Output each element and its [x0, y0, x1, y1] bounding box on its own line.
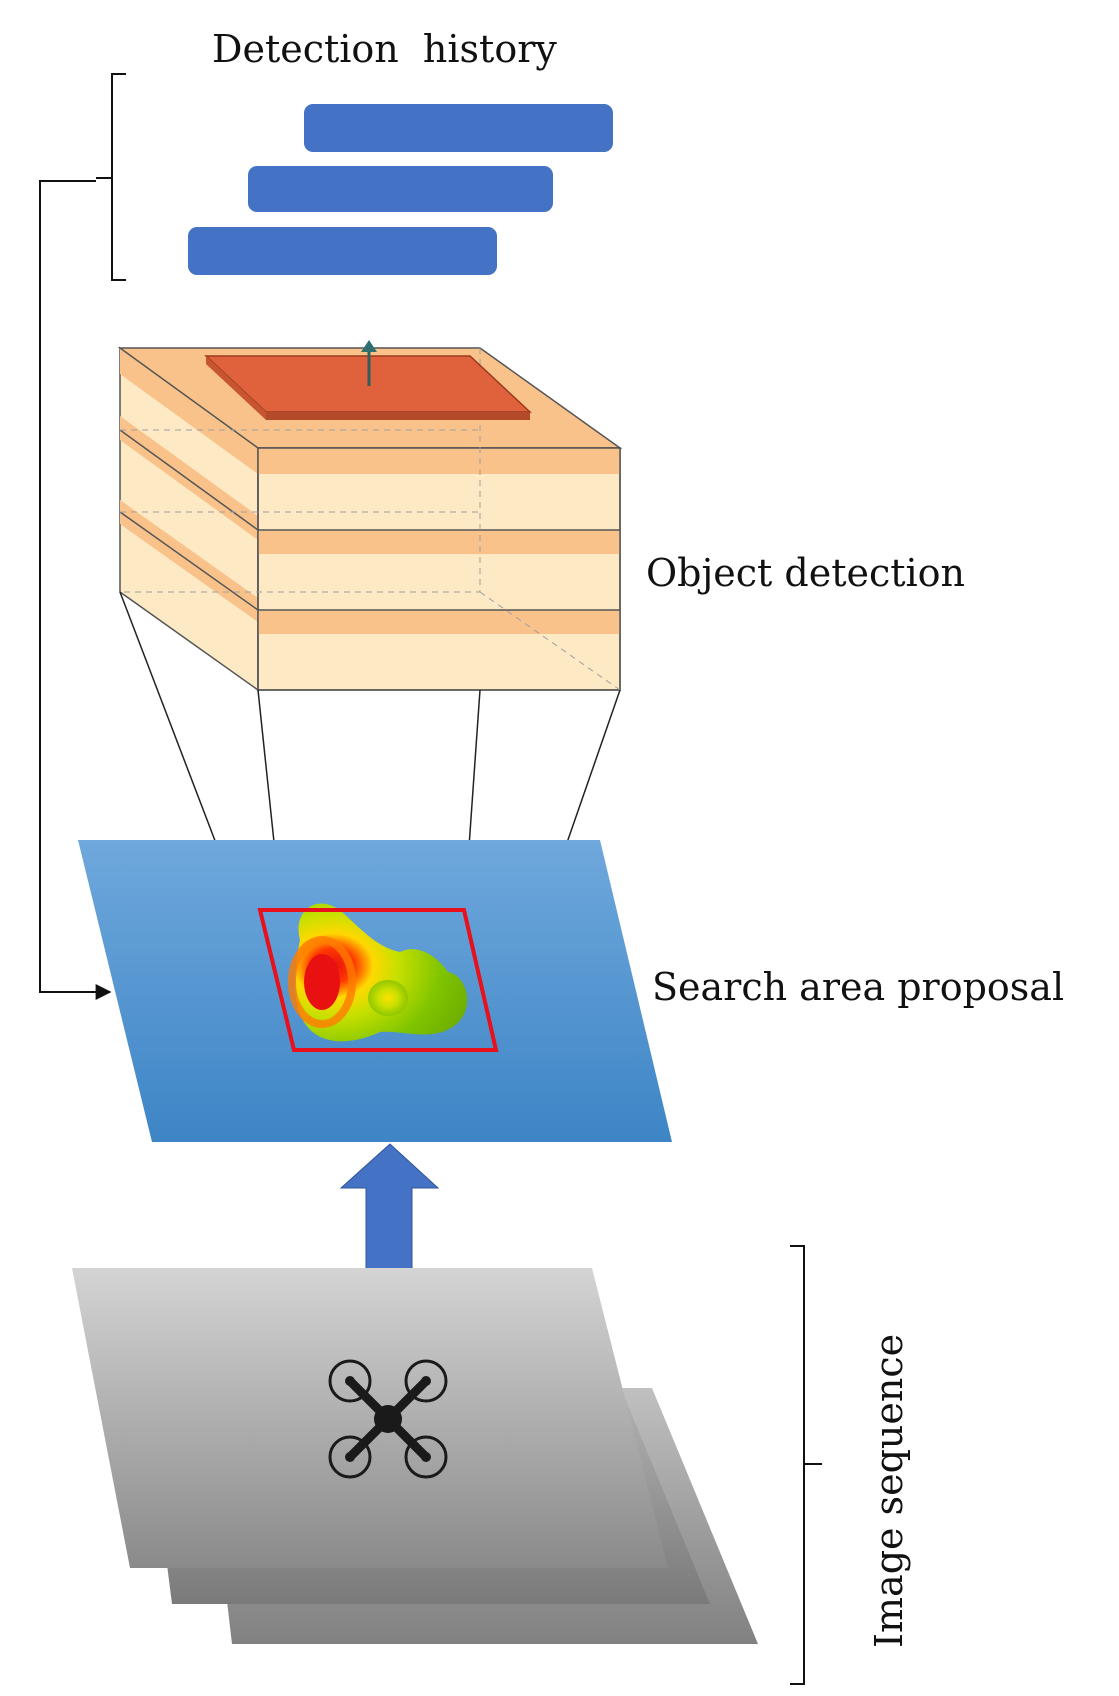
- object-detection-label: Object detection: [646, 551, 965, 595]
- image-frame-1: [72, 1268, 668, 1568]
- quadcopter-icon: [328, 1359, 448, 1479]
- sequence-bracket: [790, 1245, 822, 1685]
- feedback-arrow: [39, 180, 112, 1000]
- history-bar-1: [304, 104, 613, 152]
- detection-history-label: Detection history: [212, 27, 557, 71]
- block-hidden-edges: [120, 348, 621, 691]
- proposal-box: [257, 908, 499, 1052]
- history-bracket: [96, 73, 126, 281]
- search-area-proposal-label: Search area proposal: [652, 965, 1064, 1009]
- object-detection-block: [117, 340, 623, 692]
- image-sequence-stack: [72, 1268, 758, 1644]
- image-sequence-label: Image sequence: [867, 1334, 911, 1648]
- history-bar-2: [248, 166, 553, 212]
- history-bar-3: [188, 227, 497, 275]
- block-front-face: [257, 447, 621, 691]
- heatmap: [288, 903, 468, 1042]
- arrow-up-icon: [361, 340, 377, 386]
